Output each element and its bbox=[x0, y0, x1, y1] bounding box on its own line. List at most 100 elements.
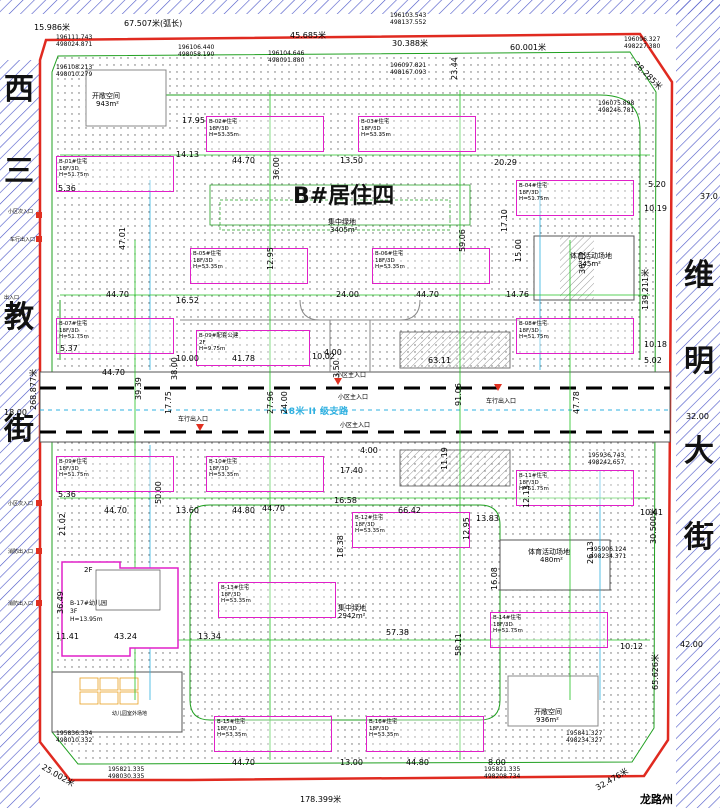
entry-west-5[interactable]: 消防出入口 bbox=[8, 601, 34, 607]
entry-west-3[interactable]: 小区次入口 bbox=[8, 501, 34, 507]
dimension-label: 41.78 bbox=[232, 354, 255, 363]
building-b16[interactable]: B-16#住宅 18F/3D H=53.35m bbox=[366, 716, 484, 752]
dim-top-b: 45.685米 bbox=[290, 31, 326, 40]
entry-main[interactable]: 小区主入口 bbox=[338, 394, 369, 401]
dimension-label: 44.70 bbox=[416, 290, 439, 299]
dimension-label: 44.70 bbox=[232, 156, 255, 165]
building-label: B-02#住宅 18F/3D H=53.35m bbox=[209, 119, 239, 138]
dimension-label: 59.06 bbox=[458, 229, 467, 252]
building-b01[interactable]: B-01#住宅 18F/3D H=51.75m bbox=[56, 156, 174, 192]
building-b04[interactable]: B-04#住宅 18F/3D H=51.75m bbox=[516, 180, 634, 216]
building-b10[interactable]: B-10#住宅 18F/3D H=53.35m bbox=[206, 456, 324, 492]
dimension-label: 44.80 bbox=[406, 758, 429, 767]
dimension-label: 50.00 bbox=[154, 481, 163, 504]
central-green-name: 集中绿地 bbox=[328, 218, 356, 226]
dimension-label: 63.11 bbox=[428, 356, 451, 365]
kindergarten-yard bbox=[51, 671, 183, 733]
kindergarten-outline bbox=[61, 561, 179, 657]
dimension-label: 16.58 bbox=[334, 496, 357, 505]
entry-west-4[interactable]: 消防出入口 bbox=[8, 549, 34, 555]
dimension-label: 10.02 bbox=[312, 352, 335, 361]
entry-car-2[interactable]: 车行出入口 bbox=[178, 416, 209, 423]
building-b15[interactable]: B-15#住宅 18F/3D H=53.35m bbox=[214, 716, 332, 752]
dimension-label: 17.40 bbox=[340, 466, 363, 475]
nw-open-area: 943m² bbox=[96, 100, 119, 108]
dimension-label: 17.95 bbox=[182, 116, 205, 125]
building-b02[interactable]: B-02#住宅 18F/3D H=53.35m bbox=[206, 116, 324, 152]
building-b13[interactable]: B-13#住宅 18F/3D H=53.35m bbox=[218, 582, 336, 618]
sports-2-name: 体育活动场地 bbox=[528, 548, 570, 556]
dimension-label: 36.49 bbox=[56, 591, 65, 614]
entry-sub-1[interactable]: 小区主入口 bbox=[336, 372, 367, 379]
entry-west-1[interactable]: 小区次入口 bbox=[8, 209, 34, 215]
building-label: B-16#住宅 18F/3D H=53.35m bbox=[369, 719, 399, 738]
south-green-area: 2942m² bbox=[338, 612, 366, 620]
dimension-label: 5.36 bbox=[58, 490, 76, 499]
dimension-label: 10.19 bbox=[644, 204, 667, 213]
dimension-label: 10.41 bbox=[640, 508, 663, 517]
dimension-label: 21.02 bbox=[58, 513, 67, 536]
dimension-label: 39.39 bbox=[134, 377, 143, 400]
dimension-label: 47.01 bbox=[118, 227, 127, 250]
dimension-label: 38.00 bbox=[170, 357, 179, 380]
dim-top-d: 60.001米 bbox=[510, 43, 546, 52]
entry-west-6[interactable]: 出入口 bbox=[4, 295, 20, 301]
building-b03[interactable]: B-03#住宅 18F/3D H=53.35m bbox=[358, 116, 476, 152]
dimension-label: 57.38 bbox=[386, 628, 409, 637]
dimension-label: 5.02 bbox=[644, 356, 662, 365]
page-title: B#居住四 bbox=[293, 184, 395, 209]
dim-east-top: 37.0 bbox=[700, 192, 718, 201]
dim-east-a: 139.211米 bbox=[641, 268, 650, 310]
ne-green bbox=[85, 69, 167, 127]
building-b11[interactable]: B-11#住宅 18F/3D H=51.75m bbox=[516, 470, 634, 506]
street-south: 龙路州 bbox=[640, 793, 673, 806]
se-open-area: 936m² bbox=[536, 716, 559, 724]
dimension-label: 5.36 bbox=[58, 184, 76, 193]
building-b07[interactable]: B-07#住宅 18F/3D H=51.75m bbox=[56, 318, 174, 354]
dimension-label: 18.38 bbox=[336, 535, 345, 558]
building-b05[interactable]: B-05#住宅 18F/3D H=53.35m bbox=[190, 248, 308, 284]
dimension-label: 12.95 bbox=[266, 247, 275, 270]
dimension-label: 5.37 bbox=[60, 344, 78, 353]
building-b09-facility[interactable]: B-09#配套公建 2F H=9.75m bbox=[196, 330, 310, 366]
main-road bbox=[39, 371, 671, 443]
street-east-char-1: 维 bbox=[684, 258, 714, 293]
building-b08[interactable]: B-08#住宅 18F/3D H=51.75m bbox=[516, 318, 634, 354]
dimension-label: 36.00 bbox=[272, 157, 281, 180]
dim-east-bottom: 42.00 bbox=[680, 640, 703, 649]
entry-sub-2[interactable]: 小区主入口 bbox=[340, 422, 371, 429]
building-b12[interactable]: B-12#住宅 18F/3D H=53.35m bbox=[352, 512, 470, 548]
dimension-label: 12.95 bbox=[462, 517, 471, 540]
sports-1-area: 345m² bbox=[578, 260, 601, 268]
dimension-label: 8.00 bbox=[488, 758, 506, 767]
building-label: B-08#住宅 18F/3D H=51.75m bbox=[519, 321, 549, 340]
dimension-label: 44.70 bbox=[232, 758, 255, 767]
entry-car-1[interactable]: 车行出入口 bbox=[486, 398, 517, 405]
building-b06[interactable]: B-06#住宅 18F/3D H=53.35m bbox=[372, 248, 490, 284]
dimension-label: 3.50 bbox=[332, 360, 341, 378]
dimension-label: 13.83 bbox=[476, 514, 499, 523]
dimension-label: 23.44 bbox=[450, 57, 459, 80]
dim-west-road: 18.00 bbox=[4, 408, 27, 417]
dimension-label: 11.41 bbox=[56, 632, 79, 641]
building-label: B-07#住宅 18F/3D H=51.75m bbox=[59, 321, 89, 340]
building-label: B-01#住宅 18F/3D H=51.75m bbox=[59, 159, 89, 178]
dimension-label: 13.60 bbox=[176, 506, 199, 515]
dimension-label: 15.00 bbox=[514, 239, 523, 262]
dimension-label: 44.70 bbox=[106, 290, 129, 299]
building-b14[interactable]: B-14#住宅 18F/3D H=51.75m bbox=[490, 612, 608, 648]
entry-west-2[interactable]: 车行出入口 bbox=[10, 237, 36, 243]
building-b09-res[interactable]: B-09#住宅 18F/3D H=51.75m bbox=[56, 456, 174, 492]
se-green bbox=[507, 675, 599, 727]
dimension-label: 24.00 bbox=[336, 290, 359, 299]
dim-bottom: 178.399米 bbox=[300, 795, 342, 804]
north-hatch bbox=[0, 0, 720, 14]
dimension-label: 5.20 bbox=[648, 180, 666, 189]
